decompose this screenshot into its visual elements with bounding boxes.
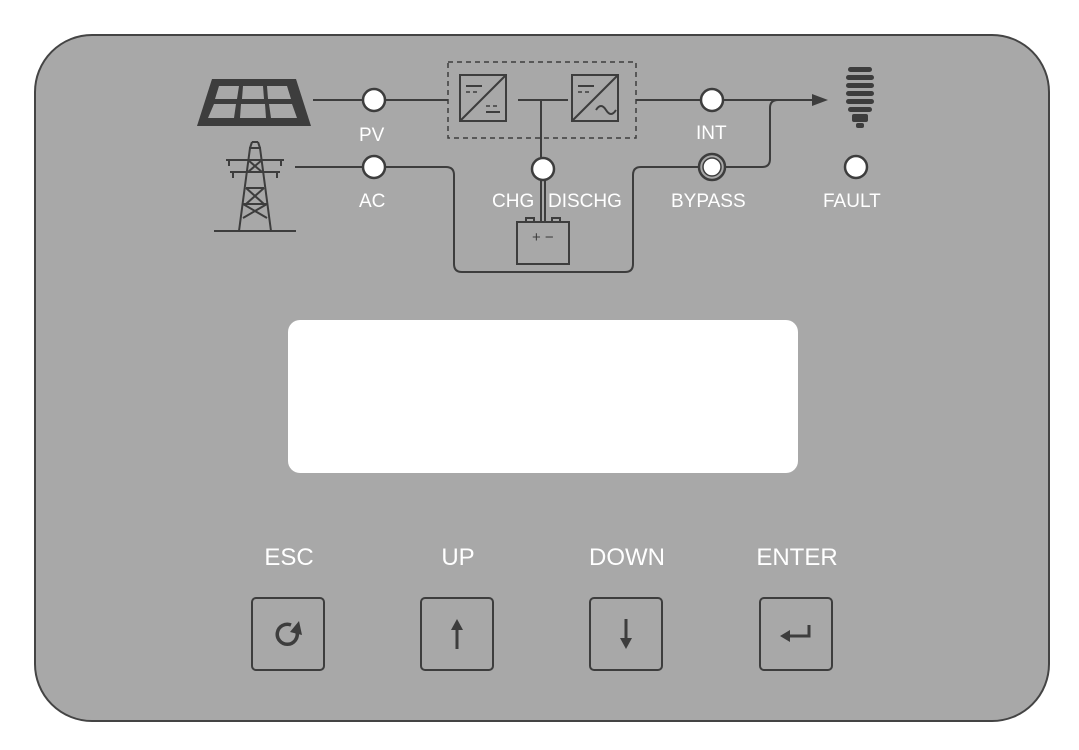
down-button[interactable] (589, 597, 663, 671)
ac-led (361, 154, 387, 180)
dischg-label: DISCHG (548, 191, 622, 212)
rotate-arrow-icon (275, 621, 302, 647)
pv-label: PV (359, 125, 385, 146)
bypass-led (702, 157, 722, 177)
battery-icon (516, 217, 570, 265)
fault-label: FAULT (823, 191, 881, 212)
enter-label: ENTER (756, 544, 838, 571)
up-button[interactable] (420, 597, 494, 671)
fault-led (843, 154, 869, 180)
chg-label: CHG (492, 191, 535, 212)
enter-arrow-icon (780, 625, 811, 642)
ac-label: AC (359, 191, 386, 212)
pv-led (361, 87, 387, 113)
lcd-display (288, 320, 798, 473)
bypass-led-ring (697, 152, 727, 182)
power-tower-icon (214, 141, 296, 232)
arrow-up-icon (451, 619, 463, 649)
esc-label: ESC (264, 544, 314, 571)
chg-dischg-led (530, 156, 556, 182)
enter-button[interactable] (759, 597, 833, 671)
arrow-down-icon (620, 619, 632, 649)
up-label: UP (441, 544, 475, 571)
bypass-output-line (724, 99, 779, 168)
down-label: DOWN (589, 544, 665, 571)
esc-button[interactable] (251, 597, 325, 671)
light-bulb-icon (846, 67, 874, 128)
battery-polarity-label: + − (532, 229, 554, 246)
dc-dc-converter-icon (459, 74, 507, 122)
converter-link-line (518, 99, 568, 160)
solar-panel-icon (197, 79, 311, 126)
bypass-label: BYPASS (671, 191, 746, 212)
ac-bypass-loop-line (386, 166, 700, 273)
converter-dashed-box (447, 61, 637, 139)
dc-ac-inverter-icon (571, 74, 619, 122)
int-label: INT (696, 123, 727, 144)
int-led (699, 87, 725, 113)
output-arrow-icon (812, 94, 828, 106)
